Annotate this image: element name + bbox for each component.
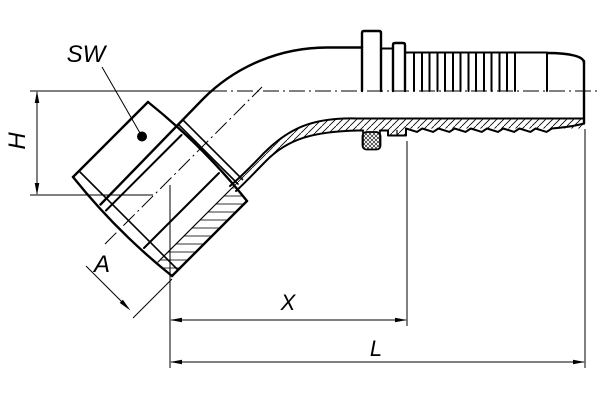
barb-ring-lines [413,51,516,92]
tube-inner-wall [105,134,183,212]
nut-face-ring [78,170,179,271]
l-arrow-left-icon [170,359,182,365]
elbow-wall-section [229,117,585,192]
l-label: L [370,336,382,361]
collars [360,29,414,93]
washer-line-outer [178,124,239,185]
x-arrow-right-icon [395,317,407,323]
washer-line-inner [182,119,244,181]
thread-line [157,186,234,263]
nipple-wall [143,172,220,249]
h-arrow-down-icon [34,183,40,195]
x-label: X [280,290,297,315]
h-arrow-up-icon [34,91,40,103]
l-arrow-right-icon [573,359,585,365]
nut-end-face [71,175,174,278]
centerlines [30,86,597,245]
tail-end-top [545,51,586,65]
bend-wall-outer-edge [235,129,364,192]
a-dimension-line [85,265,129,309]
sw-label: SW [67,41,108,68]
dimension-x: X [169,141,408,368]
bore-line [229,117,585,187]
serrated-wall-edge [379,122,585,137]
stop-collar [360,29,383,93]
fitting-part [71,29,586,278]
dimension-l: L [170,129,586,368]
o-ring [361,131,382,151]
tail-wall-hatch [406,118,584,129]
a-extension-line [132,278,173,319]
a-arrow-icon [119,299,131,311]
tab-wall-hatch [388,118,406,136]
second-collar [391,41,407,93]
h-label: H [4,132,31,150]
x-arrow-left-icon [170,317,182,323]
angled-centerline [104,86,263,245]
dimension-h: H [4,91,153,196]
nut-internals [105,119,244,263]
tail-wall-section [361,122,585,151]
hose-tail-barbs [412,51,586,125]
nut-upper-edge [71,100,150,179]
body-wall-hatch [358,118,388,131]
swivel-nut [71,100,249,278]
dimension-sw: SW [67,41,147,142]
nut-lower-edge [170,199,249,278]
dimension-a: A [85,251,173,319]
elbow-outer-curve [99,46,364,206]
nut-section-hatch [158,187,247,276]
sw-leader-dot [137,131,147,142]
sw-leader-line [101,66,143,137]
a-label: A [92,251,110,278]
